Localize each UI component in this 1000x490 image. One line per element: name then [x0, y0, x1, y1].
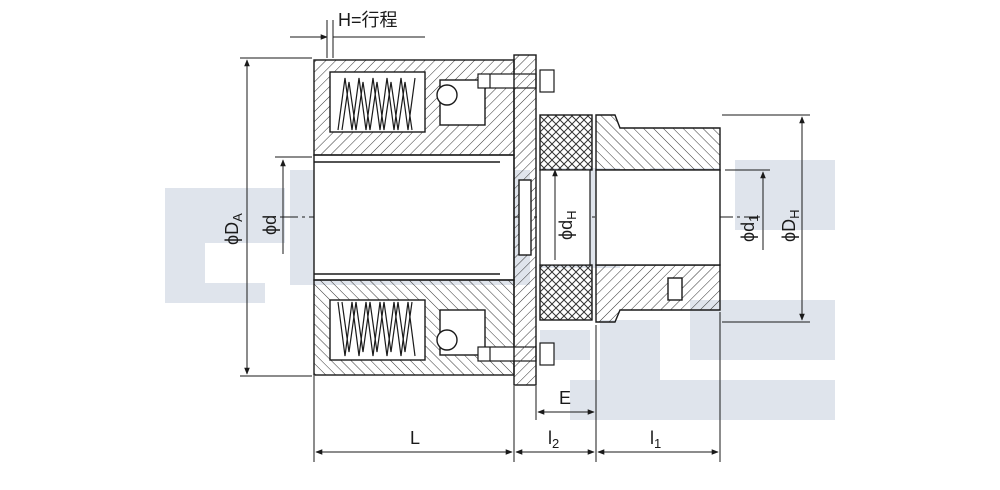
friction-ring — [539, 114, 593, 321]
svg-text:ϕDH: ϕDH — [779, 210, 802, 242]
svg-text:ϕDA: ϕDA — [222, 213, 245, 245]
bearing-ball-top — [436, 84, 458, 106]
stroke-label: H=行程 — [338, 10, 398, 30]
spring-housing — [313, 59, 515, 376]
label-phi-d: ϕd — [260, 215, 280, 235]
label-phi-DA: ϕDA — [222, 213, 245, 245]
label-l1: l1 — [650, 428, 661, 451]
svg-text:ϕd1: ϕd1 — [738, 215, 761, 242]
label-E: E — [559, 388, 571, 408]
flange-plate — [513, 54, 537, 386]
svg-text:ϕd: ϕd — [260, 215, 280, 235]
label-L: L — [410, 428, 420, 448]
label-phi-d1: ϕd1 — [738, 215, 761, 242]
dimension-lines — [240, 20, 810, 462]
label-l2: l2 — [548, 428, 559, 451]
bearing-ball-bottom — [436, 329, 458, 351]
spring-bottom — [337, 301, 416, 357]
spring-top — [337, 77, 416, 131]
output-hub — [595, 114, 721, 323]
center-disc — [539, 169, 591, 266]
label-phi-DH: ϕDH — [779, 210, 802, 242]
svg-text:ϕdH: ϕdH — [556, 211, 579, 241]
label-phi-dH: ϕdH — [556, 211, 579, 241]
